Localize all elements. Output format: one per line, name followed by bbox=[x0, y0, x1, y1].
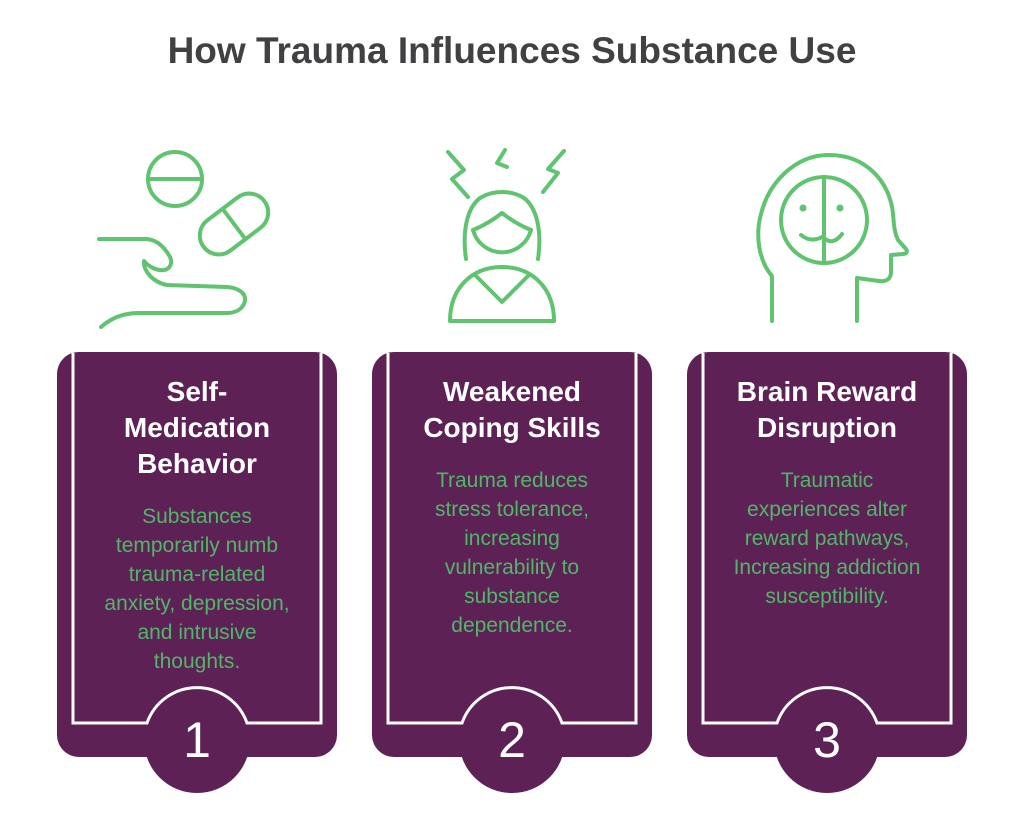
step-number-badge: 3 bbox=[813, 712, 841, 768]
card-title: Self-Medication Behavior bbox=[123, 376, 271, 479]
card-background bbox=[57, 352, 337, 793]
stressed-woman-icon bbox=[372, 120, 652, 352]
card-background bbox=[372, 352, 652, 793]
card-weakened-coping: Weakened Coping Skills Trauma reduces st… bbox=[372, 352, 652, 793]
card-title: Brain Reward Disruption bbox=[736, 376, 918, 443]
card-description: Trauma reduces stress tolerance, increas… bbox=[434, 469, 590, 637]
step-number-badge: 2 bbox=[498, 712, 526, 768]
card-background bbox=[687, 352, 967, 793]
card-description: Traumatic experiences alter reward pathw… bbox=[733, 469, 921, 608]
column-self-medication: Self-Medication Behavior Substances temp… bbox=[57, 120, 337, 793]
cards-row: Self-Medication Behavior Substances temp… bbox=[57, 120, 967, 793]
hand-offering-pills-icon bbox=[57, 120, 337, 352]
card-brain-reward: Brain Reward Disruption Traumatic experi… bbox=[687, 352, 967, 793]
head-profile-split-mood-icon bbox=[687, 120, 967, 352]
card-title: Weakened Coping Skills bbox=[423, 376, 601, 443]
step-number-badge: 1 bbox=[183, 712, 211, 768]
column-brain-reward: Brain Reward Disruption Traumatic experi… bbox=[687, 120, 967, 793]
page-title: How Trauma Influences Substance Use bbox=[167, 30, 857, 71]
card-self-medication: Self-Medication Behavior Substances temp… bbox=[57, 352, 337, 793]
card-description: Substances temporarily numb trauma-relat… bbox=[104, 505, 290, 673]
column-weakened-coping: Weakened Coping Skills Trauma reduces st… bbox=[372, 120, 652, 793]
